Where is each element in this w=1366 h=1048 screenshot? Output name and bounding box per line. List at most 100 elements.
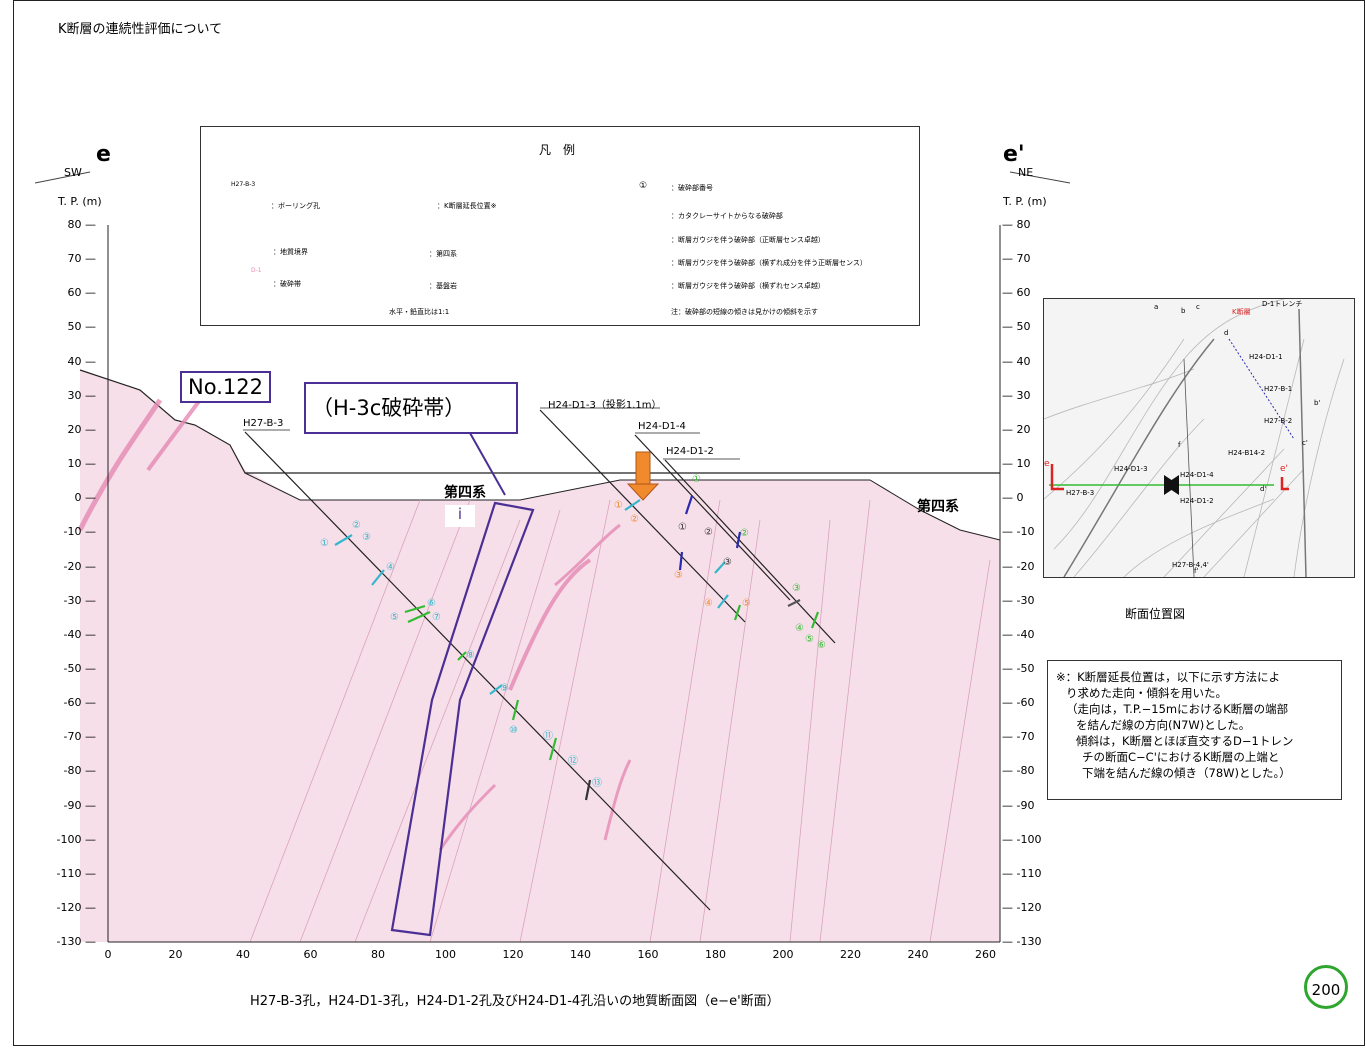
x-tick: 0 [104, 948, 112, 961]
bedrock-area [80, 370, 1000, 942]
borehole-h24-d1-2 [664, 459, 836, 644]
note-line: （走向は，T.P.−15mにおけるK断層の端部 [1066, 702, 1289, 716]
map-label-b-prime: b' [1314, 399, 1321, 407]
y-tick-left: 10 — [67, 457, 97, 471]
y-tick-right: — 50 [1002, 320, 1031, 334]
y-tick-right: — 30 [1002, 388, 1031, 402]
map-label-d-prime: d' [1260, 485, 1267, 493]
x-tick: 220 [840, 948, 861, 961]
fracture-number: ⑧ [466, 650, 475, 661]
legend-number-symbol: ① [639, 181, 648, 191]
y-tick-right: — -20 [1002, 559, 1035, 573]
x-tick: 120 [502, 948, 524, 961]
fracture-number: ④ [704, 598, 713, 609]
y-tick-left: -20 — [63, 559, 96, 573]
location-map: a b c d b' c' d' e e' f f' D-1トレンチ K断層 H… [1043, 298, 1355, 578]
fracture-number: ⑦ [432, 612, 441, 623]
x-tick: 100 [435, 948, 456, 961]
x-tick: 140 [570, 948, 591, 961]
legend-box: 凡 例 H27-B-3 ：ボーリング孔 ：地質境界 D-1 ：破砕帯 ：K断層延… [200, 126, 920, 326]
fracture-number: ⑤ [390, 612, 399, 623]
y-tick-right: — 0 [1002, 491, 1024, 505]
legend-number-label: ：破砕部番号 [671, 184, 713, 192]
left-unit: T. P. (m) [58, 195, 102, 208]
y-tick-left: -60 — [63, 696, 96, 710]
fracture-number: ③ [362, 532, 371, 543]
y-tick-left: 70 — [67, 252, 97, 266]
x-tick: 240 [907, 948, 929, 961]
map-label-e-prime: e' [1280, 464, 1289, 474]
y-tick-right: — -10 [1002, 525, 1035, 539]
legend-gouge-oblique: ：断層ガウジを伴う破砕部（横ずれ成分を伴う正断層センス） [671, 259, 867, 267]
quaternary-boundary [244, 472, 1001, 541]
quaternary-label-right: 第四系 [917, 499, 959, 515]
fracture-number: ① [614, 500, 623, 511]
map-label-b: b [1181, 307, 1186, 315]
map-label-a: a [1154, 303, 1159, 311]
borehole-h27-b-3 [244, 431, 711, 911]
page-number: 200 [1304, 965, 1348, 1009]
legend-bedrock: ：基盤岩 [429, 282, 457, 290]
map-label-h27-b-2: H27-B-2 [1264, 417, 1293, 425]
x-tick: 160 [637, 948, 659, 961]
x-tick: 60 [303, 948, 318, 961]
borehole-label-h24-d1-4: H24-D1-4 [638, 421, 686, 432]
y-tick-right: — -90 [1002, 798, 1035, 812]
fracture-number: ③ [674, 570, 683, 581]
map-label-e: e [1044, 459, 1050, 469]
legend-boundary: ：地質境界 [273, 248, 308, 256]
legend-boring-sample: H27-B-3 [231, 181, 256, 188]
note-line: 下端を結んだ線の傾き（78W)とした。） [1082, 766, 1291, 780]
section-left-label: e [96, 142, 111, 167]
fracture-number: ② [704, 527, 713, 538]
ne-arrow [1009, 171, 1071, 184]
sw-arrow [34, 171, 91, 184]
zone-label: （H-3c破砕帯） [304, 382, 518, 434]
fracture-number: ⑬ [592, 778, 602, 789]
map-label-h27-b-1: H27-B-1 [1264, 385, 1293, 393]
y-tick-left: -30 — [63, 593, 96, 607]
legend-k-extension: ：K断層延長位置※ [437, 202, 497, 210]
y-tick-right: — 20 [1002, 422, 1031, 436]
fracture-zone [77, 398, 163, 532]
y-tick-right: — -130 [1002, 935, 1042, 949]
y-tick-right: — -60 [1002, 696, 1035, 710]
x-tick: 260 [975, 948, 996, 961]
y-tick-right: — 80 [1002, 218, 1031, 231]
fracture-number: ⑫ [568, 756, 578, 767]
map-label-k-fault: K断層 [1232, 308, 1251, 316]
y-tick-left: -120 — [56, 901, 96, 914]
y-tick-right: — -110 [1002, 866, 1042, 880]
y-tick-left: -10 — [63, 525, 96, 539]
legend-title: 凡 例 [539, 143, 576, 157]
fracture-zone [508, 558, 592, 691]
fracture-number: ⑥ [817, 640, 826, 651]
fracture-number: ⑩ [509, 725, 518, 736]
h-3c-band [390, 501, 535, 937]
map-label-trench: D-1トレンチ [1262, 300, 1303, 308]
note-line: ※：K断層延長位置は，以下に示す方法によ [1056, 670, 1281, 684]
note-box: ※：K断層延長位置は，以下に示す方法によ り求めた走向・傾斜を用いた。 （走向は… [1047, 660, 1342, 800]
y-tick-right: — -100 [1002, 832, 1042, 846]
fracture-number: ⑥ [427, 598, 436, 609]
map-label-f: f [1178, 441, 1181, 449]
fracture-zone [603, 759, 632, 841]
location-map-title: 断面位置図 [1125, 607, 1186, 621]
no-label: No.122 [180, 371, 271, 403]
borehole-h24-d1-3 [539, 409, 746, 623]
note-line: チの断面C−C'におけるK断層の上端と [1082, 750, 1280, 764]
legend-gouge-normal: ：断層ガウジを伴う破砕部（正断層センス卓越） [671, 236, 825, 244]
map-label-d: d [1224, 329, 1229, 337]
y-tick-right: — -80 [1002, 764, 1035, 778]
i-label: i [445, 505, 475, 527]
legend-gouge-strike: ：断層ガウジを伴う破砕部（横ずれセンス卓越） [671, 282, 825, 290]
y-tick-right: — 10 [1002, 457, 1031, 471]
y-tick-right: — -50 [1002, 661, 1035, 675]
y-tick-left: -110 — [56, 866, 96, 880]
y-tick-left: 80 — [67, 218, 97, 231]
y-tick-left: -50 — [63, 661, 96, 675]
y-tick-right: — -30 [1002, 593, 1035, 607]
faint-lines [249, 499, 991, 943]
y-tick-left: 50 — [67, 320, 97, 334]
fracture-number: ② [740, 528, 749, 539]
